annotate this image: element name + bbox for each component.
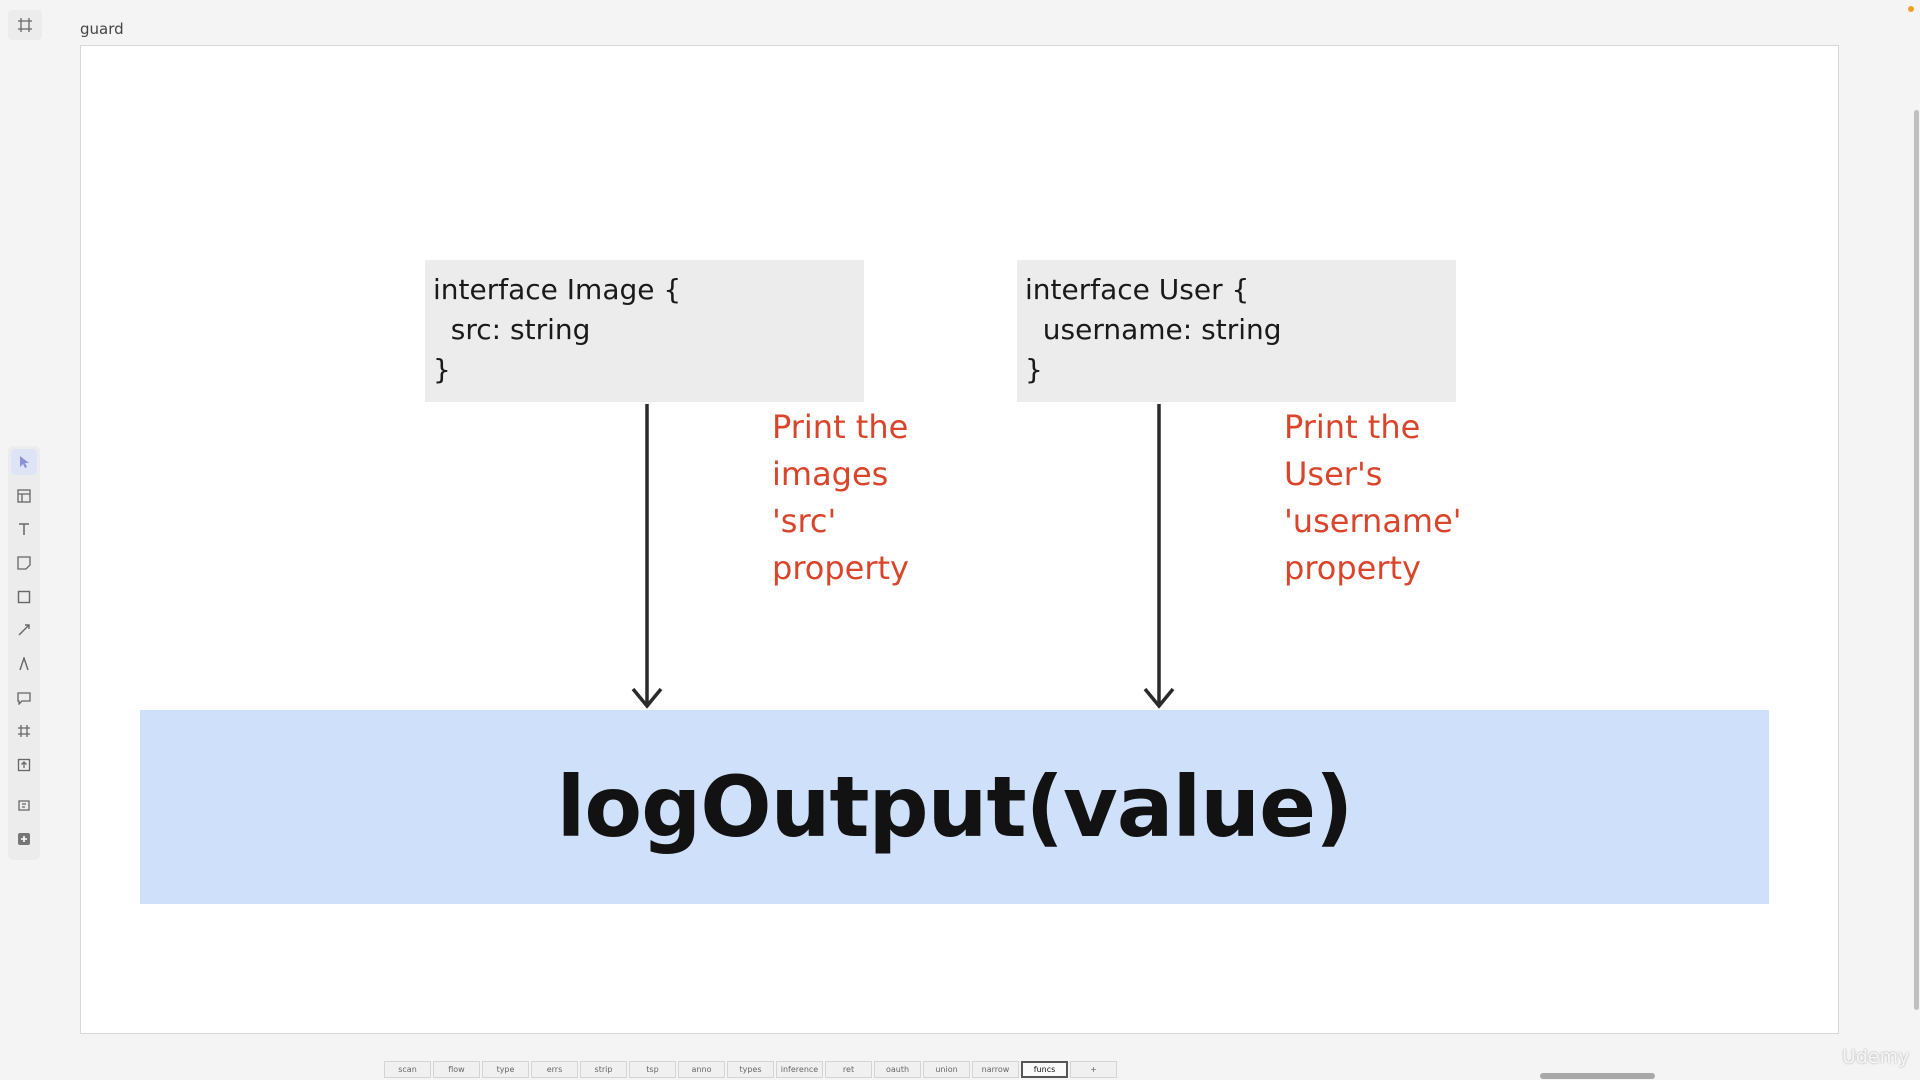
upload-tool[interactable]: [11, 752, 37, 778]
code-line: interface User {: [1025, 273, 1250, 306]
add-icon: [18, 833, 30, 845]
user-arrowhead: [1143, 687, 1175, 709]
user-interface-box[interactable]: interface User { username: string }: [1017, 260, 1456, 402]
note-line: User's: [1284, 455, 1383, 493]
code-line: username: string: [1025, 313, 1282, 346]
image-interface-box[interactable]: interface Image { src: string }: [425, 260, 864, 402]
horizontal-scrollbar[interactable]: [1540, 1073, 1655, 1079]
pen-tool[interactable]: [11, 651, 37, 677]
sticky-note-icon: [17, 556, 31, 570]
note-line: property: [1284, 549, 1421, 587]
sticky-note-tool[interactable]: [11, 550, 37, 576]
left-toolbar: [8, 446, 40, 860]
comment-icon: [17, 692, 31, 705]
tab-union[interactable]: union: [923, 1061, 970, 1078]
tab-types[interactable]: types: [727, 1061, 774, 1078]
tab-narrow[interactable]: narrow: [972, 1061, 1019, 1078]
image-note[interactable]: Print the images 'src' property: [772, 404, 909, 592]
pointer-icon: [20, 456, 29, 468]
log-output-label: logOutput(value): [556, 758, 1354, 856]
tab-type[interactable]: type: [482, 1061, 529, 1078]
code-line: }: [1025, 353, 1043, 386]
connector-tool[interactable]: [11, 617, 37, 643]
tab-oauth[interactable]: oauth: [874, 1061, 921, 1078]
board-tabs: scan flow type errs strip tsp anno types…: [384, 1061, 1117, 1078]
frame-label[interactable]: guard: [80, 20, 124, 38]
vertical-scrollbar[interactable]: [1914, 110, 1919, 1010]
frame-tool-button[interactable]: [8, 10, 42, 40]
select-tool[interactable]: [11, 449, 37, 475]
pen-icon: [19, 657, 29, 671]
tab-flow[interactable]: flow: [433, 1061, 480, 1078]
tab-inference[interactable]: inference: [776, 1061, 823, 1078]
frame-icon: [18, 18, 32, 32]
note-line: images: [772, 455, 889, 493]
code-line: }: [433, 353, 451, 386]
frame-tool[interactable]: [11, 718, 37, 744]
user-note[interactable]: Print the User's 'username' property: [1284, 404, 1462, 592]
templates-tool[interactable]: [11, 483, 37, 509]
code-line: src: string: [433, 313, 591, 346]
tab-scan[interactable]: scan: [384, 1061, 431, 1078]
shape-tool[interactable]: [11, 584, 37, 610]
more-apps-icon: [18, 800, 30, 811]
frame-icon: [18, 725, 30, 737]
text-icon: [19, 523, 29, 535]
shape-icon: [17, 590, 31, 604]
note-line: 'src': [772, 502, 837, 540]
tab-errs[interactable]: errs: [531, 1061, 578, 1078]
more-apps-tool[interactable]: [11, 792, 37, 818]
upload-icon: [17, 758, 31, 772]
connector-icon: [18, 624, 30, 636]
tab-tsp[interactable]: tsp: [629, 1061, 676, 1078]
udemy-watermark: Udemy: [1842, 1046, 1910, 1068]
code-line: interface Image {: [433, 273, 682, 306]
tab-ret[interactable]: ret: [825, 1061, 872, 1078]
note-line: Print the: [1284, 408, 1421, 446]
add-tab-button[interactable]: +: [1070, 1061, 1117, 1078]
note-line: 'username': [1284, 502, 1462, 540]
image-arrowhead: [631, 687, 663, 709]
log-output-box[interactable]: logOutput(value): [140, 710, 1769, 904]
comment-tool[interactable]: [11, 685, 37, 711]
template-icon: [17, 489, 31, 503]
note-line: Print the: [772, 408, 909, 446]
add-tool[interactable]: [11, 826, 37, 852]
tab-anno[interactable]: anno: [678, 1061, 725, 1078]
tab-funcs[interactable]: funcs: [1021, 1061, 1068, 1078]
text-tool[interactable]: [11, 516, 37, 542]
notification-dot: [1908, 6, 1914, 12]
tab-strip[interactable]: strip: [580, 1061, 627, 1078]
note-line: property: [772, 549, 909, 587]
